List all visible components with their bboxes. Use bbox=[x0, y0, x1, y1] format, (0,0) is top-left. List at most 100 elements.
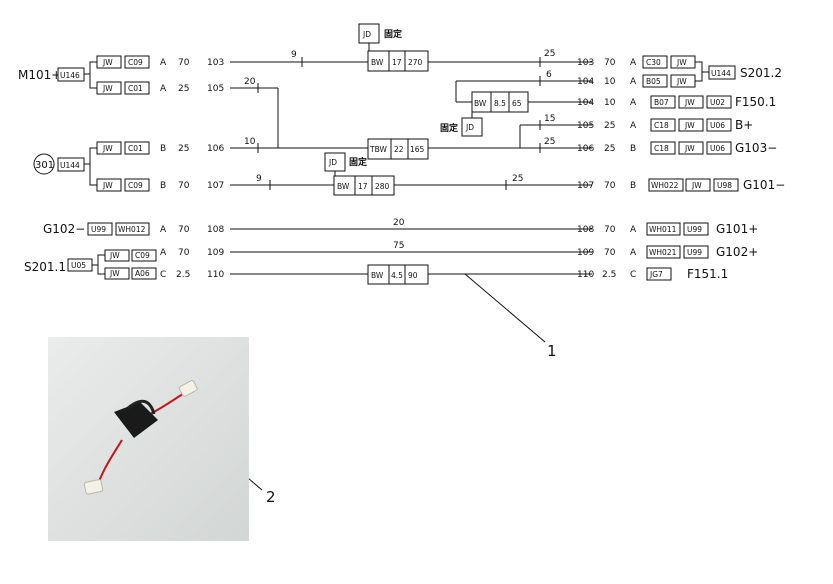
section-letter: C bbox=[630, 270, 636, 280]
terminal-label: S201.1 bbox=[24, 260, 66, 274]
code-box bbox=[648, 178, 684, 192]
white-connector bbox=[178, 380, 198, 397]
fuse-size: 90 bbox=[408, 271, 418, 280]
code-box bbox=[646, 222, 681, 236]
wire-gauge: 70 bbox=[604, 58, 616, 68]
length-label: 10 bbox=[244, 137, 256, 147]
wire-number: 106 bbox=[207, 144, 224, 154]
terminal-label: G102− bbox=[43, 222, 85, 236]
right-wire-table: 103 70 A 104 10 A 104 10 A 105 25 A 106 … bbox=[577, 58, 637, 280]
wire-number: 105 bbox=[577, 121, 594, 131]
wire-gauge: 2.5 bbox=[602, 270, 616, 280]
wire-number: 104 bbox=[577, 77, 594, 87]
wire-gauge: 70 bbox=[604, 225, 616, 235]
branch-line bbox=[89, 74, 97, 89]
wire-gauge: 25 bbox=[178, 144, 189, 154]
branch-line bbox=[84, 61, 97, 75]
fuse-rating: 17 bbox=[358, 182, 368, 191]
fuse-type: BW bbox=[371, 271, 384, 280]
code-box bbox=[650, 118, 676, 132]
callout-number: 1 bbox=[547, 342, 557, 360]
code-text: JW bbox=[102, 84, 113, 93]
code-text: B05 bbox=[646, 77, 661, 86]
fuse-block-3: TBW 22 165 bbox=[367, 138, 429, 160]
wire-gauge: 25 bbox=[178, 84, 189, 94]
code-box bbox=[706, 118, 732, 132]
code-text: C09 bbox=[128, 58, 143, 67]
fix-label: 固定 bbox=[384, 28, 403, 40]
code-text: JW bbox=[109, 251, 120, 260]
code-text: C01 bbox=[128, 84, 143, 93]
branch-line bbox=[84, 147, 97, 165]
fuse-body bbox=[367, 50, 429, 72]
connector-g102-minus: G102− U99 WH012 bbox=[43, 222, 150, 236]
wire-number: 107 bbox=[577, 181, 594, 191]
code-text: JW bbox=[691, 181, 702, 190]
code-box bbox=[646, 267, 672, 281]
wire-number: 110 bbox=[207, 270, 224, 280]
code-box bbox=[124, 178, 150, 192]
code-box bbox=[642, 55, 668, 69]
section-letter: A bbox=[630, 98, 637, 108]
jd-box bbox=[461, 117, 483, 137]
terminal-label: F150.1 bbox=[735, 95, 776, 109]
terminal-label: M101+ bbox=[18, 68, 61, 82]
length-label: 25 bbox=[512, 174, 523, 184]
wire-number: 103 bbox=[207, 58, 224, 68]
fuse-type: BW bbox=[474, 99, 487, 108]
connector-f150-1: B07 JW U02 F150.1 bbox=[650, 95, 776, 109]
code-box bbox=[708, 65, 736, 80]
code-box bbox=[96, 55, 122, 69]
jd-label: JD bbox=[328, 158, 337, 167]
wire-number: 103 bbox=[577, 58, 594, 68]
fuse-type: BW bbox=[371, 58, 384, 67]
code-text: A06 bbox=[135, 269, 150, 278]
white-connector bbox=[83, 479, 104, 495]
code-text: U144 bbox=[711, 69, 731, 78]
fix-label: 固定 bbox=[440, 122, 459, 134]
section-letter: A bbox=[160, 58, 167, 68]
branch-line bbox=[92, 254, 105, 266]
fuse-block-2: BW 8.5 65 JD 固定 bbox=[440, 91, 529, 137]
code-text: WH011 bbox=[649, 225, 677, 234]
terminal-label: S201.2 bbox=[740, 66, 782, 80]
code-text: C18 bbox=[654, 121, 669, 130]
section-letter: C bbox=[160, 270, 166, 280]
wire-gauge: 70 bbox=[604, 248, 616, 258]
code-text: JW bbox=[102, 181, 113, 190]
connector-g101-plus: WH011 U99 G101+ bbox=[646, 222, 758, 236]
code-text: U144 bbox=[60, 161, 80, 170]
code-text: C18 bbox=[654, 144, 669, 153]
length-label: 9 bbox=[256, 174, 262, 184]
section-letter: A bbox=[630, 225, 637, 235]
section-letter: B bbox=[630, 181, 636, 191]
code-box bbox=[96, 81, 122, 95]
wire-gauge: 70 bbox=[178, 181, 190, 191]
code-box bbox=[706, 141, 732, 155]
code-text: U02 bbox=[710, 98, 725, 107]
fuse-size: 165 bbox=[410, 145, 425, 154]
wire-gauge: 70 bbox=[178, 248, 190, 258]
code-box bbox=[646, 245, 681, 259]
code-box bbox=[642, 74, 668, 88]
fuse-size: 65 bbox=[512, 99, 522, 108]
code-box bbox=[124, 81, 150, 95]
code-text: U99 bbox=[91, 225, 106, 234]
section-letter: B bbox=[160, 144, 166, 154]
callout-number: 2 bbox=[266, 488, 276, 506]
length-labels: 9 25 6 20 15 10 25 9 25 20 75 bbox=[244, 49, 555, 251]
photo-background bbox=[48, 337, 249, 541]
wire-gauge: 70 bbox=[178, 58, 190, 68]
length-label: 6 bbox=[546, 70, 552, 80]
wire-gauge: 10 bbox=[604, 98, 616, 108]
code-box bbox=[650, 141, 676, 155]
fuse-body-shape bbox=[114, 402, 158, 438]
length-label: 15 bbox=[544, 114, 555, 124]
code-box bbox=[124, 141, 150, 155]
terminal-label: G101− bbox=[743, 178, 785, 192]
code-box bbox=[678, 118, 704, 132]
circle-301 bbox=[33, 153, 55, 175]
connector-s201-1: S201.1 U05 JW C09 JW A06 bbox=[24, 249, 157, 280]
wire-gauge: 25 bbox=[604, 121, 615, 131]
wire-gauge: 70 bbox=[604, 181, 616, 191]
